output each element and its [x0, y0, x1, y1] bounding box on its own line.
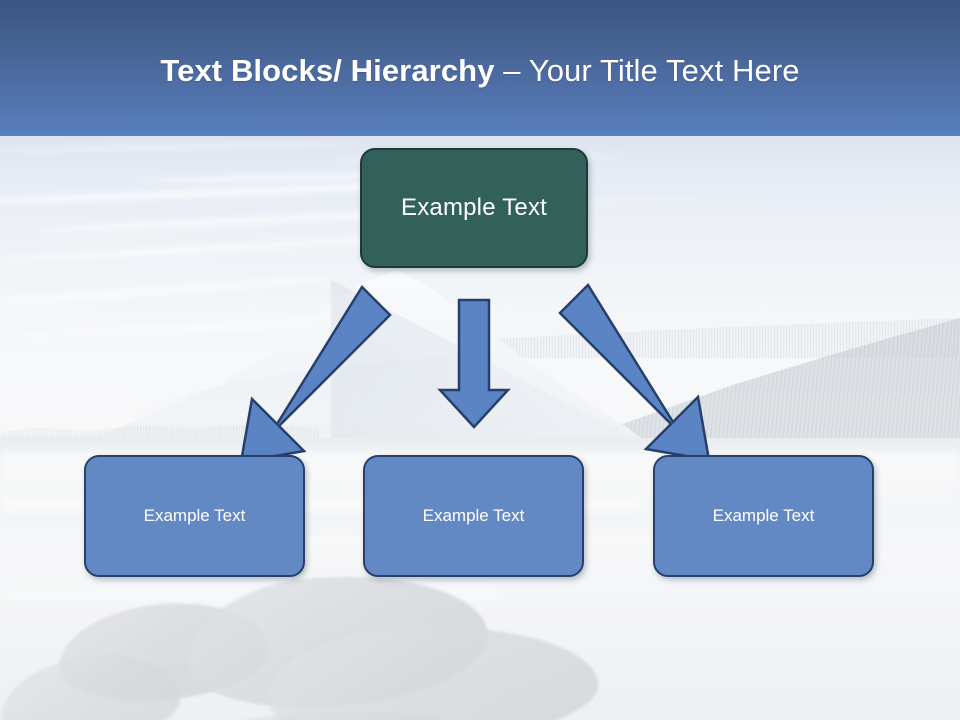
hierarchy-child-box-1[interactable]: Example Text [84, 455, 305, 577]
hierarchy-child-label-2: Example Text [422, 506, 525, 525]
title-bold-part: Text Blocks/ Hierarchy [160, 53, 495, 88]
page-title: Text Blocks/ Hierarchy – Your Title Text… [160, 53, 799, 89]
hierarchy-root-box[interactable]: Example Text [360, 148, 588, 268]
hierarchy-child-label-3: Example Text [712, 506, 815, 525]
title-bar: Text Blocks/ Hierarchy – Your Title Text… [0, 0, 960, 136]
title-separator: – [494, 53, 529, 88]
hierarchy-child-box-3[interactable]: Example Text [653, 455, 874, 577]
hierarchy-child-label-1: Example Text [143, 506, 246, 525]
hierarchy-root-label: Example Text [400, 194, 548, 221]
title-regular-part: Your Title Text Here [528, 53, 800, 88]
hierarchy-child-box-2[interactable]: Example Text [363, 455, 584, 577]
